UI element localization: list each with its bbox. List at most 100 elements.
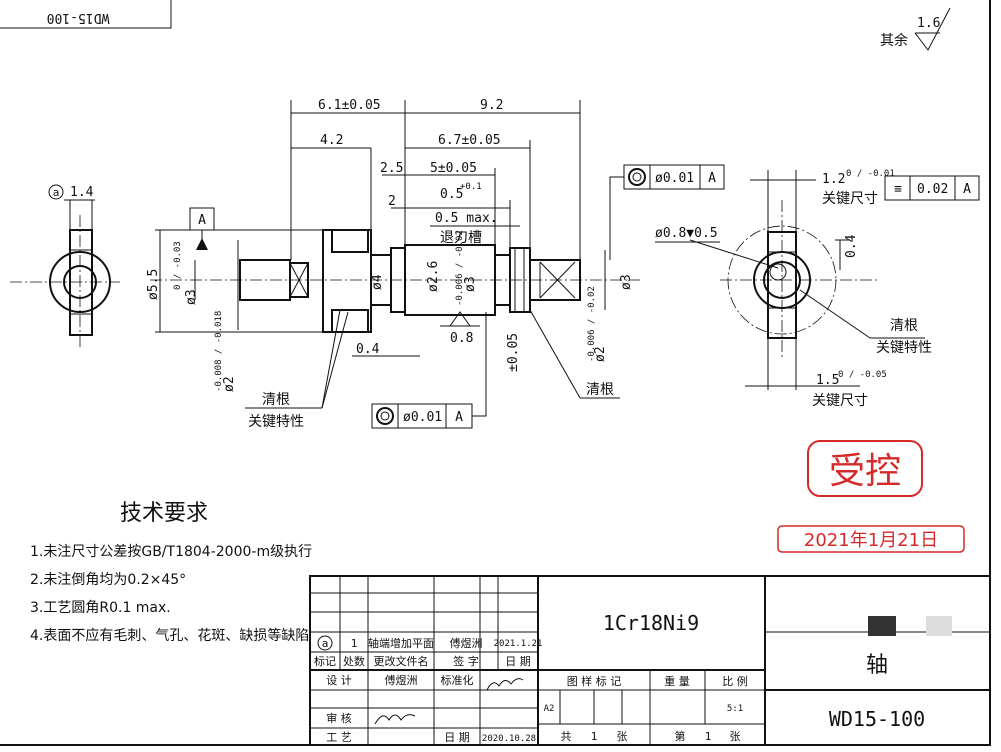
surface-finish-value: 1.6	[917, 16, 940, 31]
dim-phi2-6: ø2.6	[426, 261, 441, 292]
review-label: 审 核	[326, 711, 352, 725]
bottom-dims: 0.4 0.8	[352, 311, 480, 357]
dim-0-4: 0.4	[356, 342, 380, 357]
title-block: a 1 轴端增加平面 傅煜洲 2021.1.21 标记 处数 更改文件名 签 字…	[309, 575, 991, 746]
key-size-bottom: 关键尺寸	[812, 393, 868, 409]
concentricity-frame-top: ø0.01 A	[609, 164, 725, 260]
rev-date: 2021.1.21	[494, 639, 543, 649]
dim-1-4: 1.4	[70, 185, 94, 200]
surface-finish: 其余 1.6	[880, 7, 951, 51]
dim-0-8: 0.8	[450, 331, 473, 346]
sheet-label-a: 第	[675, 729, 686, 743]
view-rev-mark: a	[53, 186, 60, 199]
clear-root-right-label: 清根	[586, 382, 614, 398]
dim-hole: ø0.8▼0.5	[655, 226, 718, 241]
symmetry-frame: ≡ 0.02 A	[884, 175, 980, 201]
dim-phi3c: ø3	[619, 274, 634, 290]
total-label-b: 张	[617, 730, 628, 743]
redacted-block	[868, 616, 896, 636]
dim-1-5-tol: 0 / -0.05	[838, 370, 887, 380]
left-vertical-dims: ø5.5 ø3 0 / -0.03 ø2 -0.008 / -0.018 ø4 …	[146, 229, 634, 392]
dim-5: 5±0.05	[430, 161, 477, 176]
date-label: 日 期	[444, 731, 470, 744]
hdr-mark: 标记	[314, 654, 336, 668]
undercut-max: 0.5 max.	[435, 211, 498, 226]
dim-0-4-right: 0.4	[844, 234, 859, 258]
total-label-a: 共	[561, 730, 572, 743]
stamp-date: 2021年1月21日	[804, 530, 938, 551]
undercut-label: 退刀槽	[440, 230, 482, 246]
tech-item-2: 2.未注倒角均为0.2×45°	[30, 572, 186, 588]
clear-root-right: 清根	[529, 309, 620, 399]
datum-a: A	[189, 207, 215, 250]
dim-phi2-right-tol: -0.006 / -0.02	[587, 286, 597, 362]
rev-signer: 傅煜洲	[450, 636, 483, 650]
dim-2: 2	[388, 194, 396, 209]
conc-top-value: ø0.01	[655, 171, 694, 186]
hdr-count: 处数	[343, 655, 365, 668]
controlled-stamp: 受控 2021年1月21日	[777, 440, 965, 553]
dim-phi2-left-tol: -0.008 / -0.018	[214, 311, 224, 392]
tech-item-1: 1.未注尺寸公差按GB/T1804-2000-m级执行	[30, 544, 312, 560]
surface-finish-prefix: 其余	[880, 32, 908, 49]
process-label: 工 艺	[326, 731, 352, 744]
standard-signature	[486, 678, 524, 691]
dim-phi3-tol: 0 / -0.03	[173, 241, 183, 290]
clear-root-left: 清根 关键特性	[245, 309, 349, 430]
sym-datum: A	[963, 182, 971, 197]
date-value: 2020.10.28	[482, 734, 536, 744]
review-signature	[374, 714, 416, 725]
dim-phi3b: ø3	[463, 276, 478, 292]
sheet-label-b: 张	[730, 730, 741, 743]
rev-content: 轴端增加平面	[368, 636, 434, 650]
rev-mark: a	[322, 637, 329, 650]
top-dimensions: 6.1±0.05 9.2 4.2 6.7±0.05 2.5 5±0.05 2 0…	[290, 98, 581, 260]
stamp-controlled: 受控	[829, 451, 901, 492]
sheet-value: 1	[705, 730, 712, 743]
datum-a-label: A	[198, 213, 206, 228]
dim-05-vert: ±0.05	[506, 333, 521, 372]
dim-phi5-5: ø5.5	[146, 269, 161, 300]
key-feature-rv-label: 关键特性	[876, 340, 932, 356]
dim-6-1: 6.1±0.05	[318, 98, 381, 113]
weight-label: 重 量	[664, 674, 690, 688]
tech-item-3: 3.工艺圆角R0.1 max.	[30, 600, 171, 616]
design-label: 设 计	[326, 674, 352, 687]
dim-9-2: 9.2	[480, 98, 503, 113]
total-value: 1	[591, 730, 598, 743]
standard-label: 标准化	[441, 673, 474, 687]
right-end-view: 0.4 ø0.8▼0.5 清根 关键特性 1.2 0 / -0.01 关键尺寸 …	[655, 169, 932, 409]
conc-bottom-datum: A	[455, 410, 463, 425]
conc-bottom-value: ø0.01	[403, 410, 442, 425]
part-name: 轴	[866, 653, 888, 678]
hdr-file: 更改文件名	[374, 654, 429, 668]
dim-2-5: 2.5	[380, 161, 403, 176]
tech-title: 技术要求	[120, 501, 208, 526]
clear-root-left-label: 清根	[262, 392, 290, 408]
key-size-top: 关键尺寸	[822, 191, 878, 207]
rotated-number-box: WD15-100	[0, 0, 172, 29]
rev-count: 1	[351, 637, 358, 650]
shaft-main-view	[150, 229, 640, 333]
dim-1-5: 1.5	[816, 373, 839, 388]
stage-label: 图 样 标 记	[567, 674, 622, 688]
dim-0-5-tol: +0.1	[460, 182, 482, 192]
left-end-view: a 1.4	[10, 184, 120, 350]
hdr-sign: 签 字	[453, 654, 479, 668]
rotated-number: WD15-100	[47, 10, 110, 25]
stage-value: A2	[544, 704, 555, 714]
dim-phi3: ø3	[184, 289, 199, 305]
conc-top-datum: A	[708, 171, 716, 186]
dim-phi2-left: ø2	[222, 376, 237, 392]
sym-value: 0.02	[917, 182, 948, 197]
redacted-block-light	[926, 616, 952, 636]
scale-label: 比 例	[722, 674, 748, 688]
dim-phi3b-tol: -0.006 / -0.02	[455, 230, 465, 306]
design-name: 傅煜洲	[385, 673, 418, 687]
dim-1-2: 1.2	[822, 172, 845, 187]
key-feature-left-label: 关键特性	[248, 414, 304, 430]
clear-root-rv-label: 清根	[890, 318, 918, 334]
tech-item-4: 4.表面不应有毛刺、气孔、花斑、缺损等缺陷	[30, 627, 309, 644]
dim-phi4: ø4	[370, 274, 385, 290]
